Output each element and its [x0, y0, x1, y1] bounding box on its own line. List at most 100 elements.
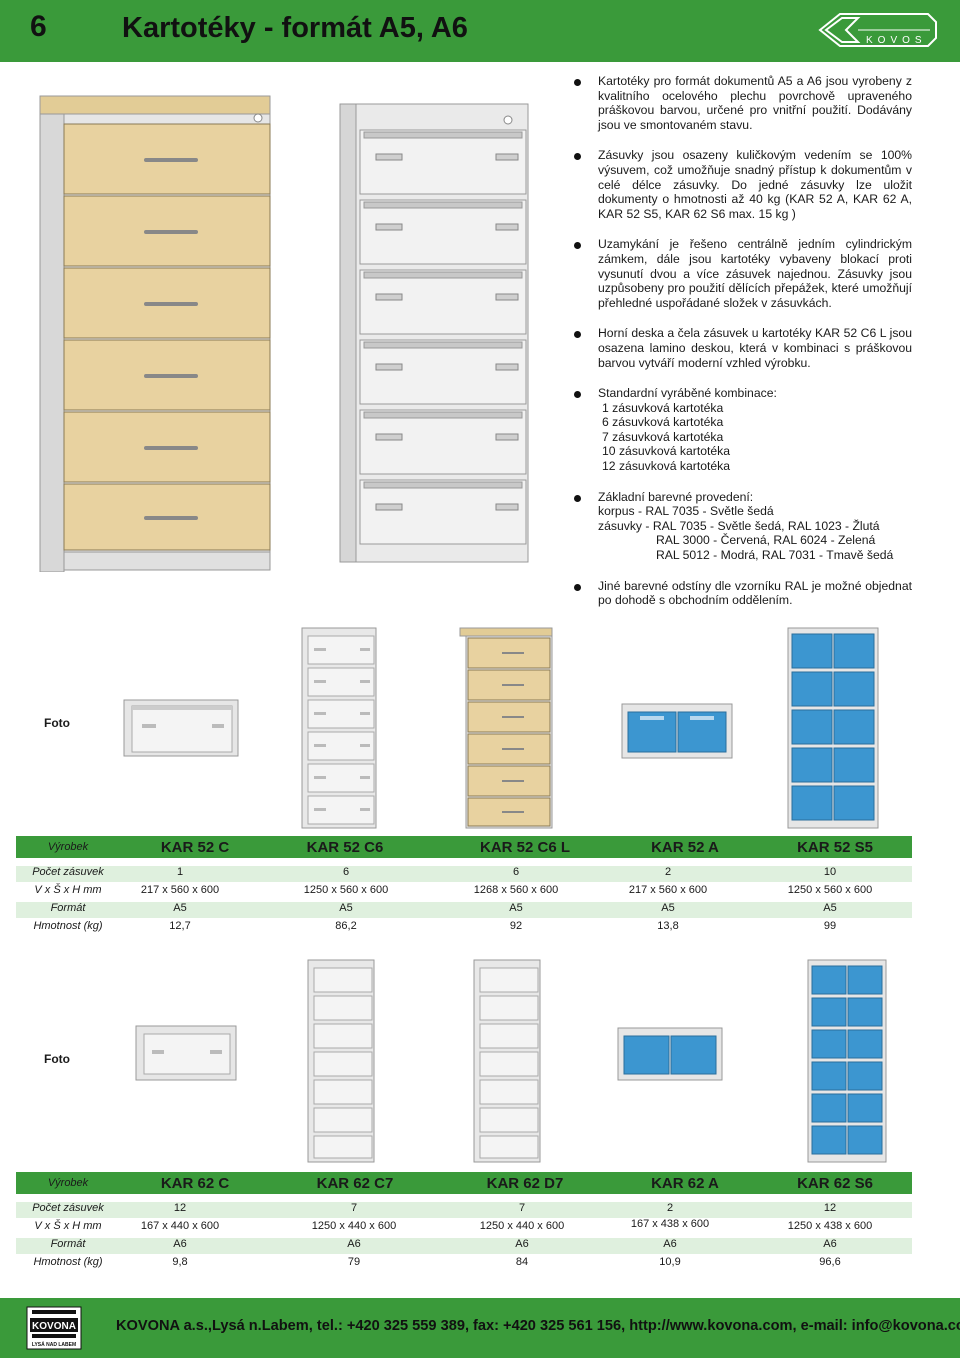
cell-weight: 12,7: [169, 920, 191, 932]
foto-label: Foto: [44, 716, 70, 730]
product-kar52a-photo: [621, 703, 733, 759]
cell-weight: 10,9: [659, 1256, 681, 1268]
cell-drawers: 2: [664, 866, 672, 878]
cell-format: A6: [347, 1238, 361, 1250]
cell-dims: 167 x 440 x 600: [140, 1220, 220, 1232]
cabinet-kar52c6-illustration: [339, 103, 529, 563]
page-title: Kartotéky - formát A5, A6: [122, 12, 468, 44]
bullet-icon: [574, 494, 581, 502]
row-label-weight: Hmotnost (kg): [33, 920, 103, 932]
table-row: [16, 1238, 912, 1254]
row-label-dims: V x Š x H mm: [34, 884, 102, 896]
cell-dims: 167 x 438 x 600: [630, 1218, 710, 1230]
table-row: [16, 866, 912, 882]
table-row: [16, 902, 912, 918]
cell-drawers: 7: [350, 1202, 358, 1214]
row-label-product: Výrobek: [47, 1177, 89, 1189]
cell-format: A5: [173, 902, 187, 914]
product-kar52c6-photo: [301, 627, 377, 829]
feature-item: Jiné barevné odstíny dle vzorníku RAL je…: [574, 579, 912, 608]
chapter-number: 6: [30, 10, 47, 43]
model-name: KAR 62 C: [160, 1175, 230, 1192]
cell-format: A6: [515, 1238, 529, 1250]
model-name: KAR 52 C6: [306, 839, 384, 856]
row-label-product: Výrobek: [47, 841, 89, 853]
cell-format: A5: [661, 902, 675, 914]
product-kar62a-photo: [617, 1027, 723, 1081]
row-label-weight: Hmotnost (kg): [33, 1256, 103, 1268]
feature-item: Základní barevné provedení: korpus - RAL…: [574, 490, 912, 563]
feature-text: Uzamykání je řešeno centrálně jedním cyl…: [598, 237, 912, 310]
feature-item: Zásuvky jsou osazeny kuličkovým vedením …: [574, 148, 912, 221]
cell-weight: 13,8: [657, 920, 679, 932]
color-line: RAL 3000 - Červená, RAL 6024 - Zelená: [656, 533, 876, 548]
foto-label: Foto: [44, 1052, 70, 1066]
feature-text: Jiné barevné odstíny dle vzorníku RAL je…: [598, 578, 912, 608]
cell-drawers: 6: [512, 866, 520, 878]
feature-item: Uzamykání je řešeno centrálně jedním cyl…: [574, 237, 912, 310]
cell-drawers: 7: [518, 1202, 526, 1214]
feature-list: Kartotéky pro formát dokumentů A5 a A6 j…: [574, 74, 912, 624]
cell-format: A6: [823, 1238, 837, 1250]
cell-weight: 96,6: [819, 1256, 841, 1268]
kovona-logo-text: KOVONA: [32, 1321, 76, 1332]
cell-format: A6: [663, 1238, 677, 1250]
cell-drawers: 1: [176, 866, 184, 878]
kovona-logo: KOVONA LYSÁ NAD LABEM: [26, 1306, 82, 1350]
kovona-logo-subtext: LYSÁ NAD LABEM: [32, 1341, 76, 1348]
model-name: KAR 62 A: [651, 1175, 719, 1192]
spec-table-a5: Výrobek KAR 52 C KAR 52 C6 KAR 52 C6 L K…: [16, 836, 912, 938]
cell-weight: 84: [515, 1256, 529, 1268]
cell-dims: 217 x 560 x 600: [628, 884, 708, 896]
cell-format: A5: [509, 902, 523, 914]
product-kar52c-photo: [123, 699, 239, 757]
feature-text: Standardní vyráběné kombinace:: [598, 386, 777, 401]
cell-dims: 1250 x 440 x 600: [311, 1220, 397, 1232]
spec-table-a6: Výrobek KAR 62 C KAR 62 C7 KAR 62 D7 KAR…: [16, 1172, 912, 1274]
footer-contact: KOVONA a.s.,Lysá n.Labem, tel.: +420 325…: [116, 1318, 960, 1334]
cell-dims: 217 x 560 x 600: [140, 884, 220, 896]
product-kar62d7-photo: [473, 959, 541, 1163]
bullet-icon: [574, 79, 581, 86]
row-label-drawers: Počet zásuvek: [32, 866, 104, 878]
bullet-icon: [574, 153, 581, 161]
header-bar: [0, 0, 960, 62]
combination-item: 12 zásuvková kartotéka: [602, 459, 731, 474]
feature-text: korpus - RAL 7035 - Světle šedá: [598, 504, 774, 519]
model-name: KAR 52 C6 L: [479, 839, 571, 856]
model-name: KAR 62 S6: [797, 1175, 873, 1192]
table-row: [16, 1202, 912, 1218]
cell-dims: 1268 x 560 x 600: [473, 884, 559, 896]
cell-dims: 1250 x 438 x 600: [787, 1220, 873, 1232]
row-label-format: Formát: [50, 1238, 86, 1250]
cell-dims: 1250 x 560 x 600: [303, 884, 389, 896]
feature-text: Základní barevné provedení:: [598, 489, 754, 504]
table-header-bar: [16, 836, 912, 858]
model-name: KAR 62 C7: [316, 1175, 394, 1192]
cell-weight: 79: [347, 1256, 361, 1268]
model-name: KAR 52 S5: [797, 839, 873, 856]
combination-item: 10 zásuvková kartotéka: [602, 444, 731, 459]
cell-format: A6: [173, 1238, 187, 1250]
cell-drawers: 6: [342, 866, 350, 878]
feature-item: Kartotéky pro formát dokumentů A5 a A6 j…: [574, 74, 912, 132]
feature-item: Standardní vyráběné kombinace: 1 zásuvko…: [574, 386, 912, 474]
model-name: KAR 52 C: [160, 839, 230, 856]
cell-drawers: 12: [173, 1202, 187, 1214]
cell-weight: 86,2: [335, 920, 357, 932]
cabinet-kar52c6l-illustration: [39, 95, 271, 572]
row-label-format: Formát: [50, 902, 86, 914]
table-header-bar: [16, 1172, 912, 1194]
product-kar62c7-photo: [307, 959, 375, 1163]
model-name: KAR 52 A: [651, 839, 719, 856]
product-kar62s6-photo: [807, 959, 887, 1163]
cell-format: A5: [823, 902, 837, 914]
combination-item: 6 zásuvková kartotéka: [602, 415, 724, 430]
combination-item: 7 zásuvková kartotéka: [602, 429, 724, 444]
kovos-logo: KOVOS: [818, 13, 937, 47]
cell-drawers: 10: [823, 866, 837, 878]
color-line: RAL 5012 - Modrá, RAL 7031 - Tmavě šedá: [656, 548, 894, 563]
feature-text: Horní deska a čela zásuvek u kartotéky K…: [598, 326, 912, 370]
bullet-icon: [574, 242, 581, 250]
cell-weight: 9,8: [172, 1256, 188, 1268]
